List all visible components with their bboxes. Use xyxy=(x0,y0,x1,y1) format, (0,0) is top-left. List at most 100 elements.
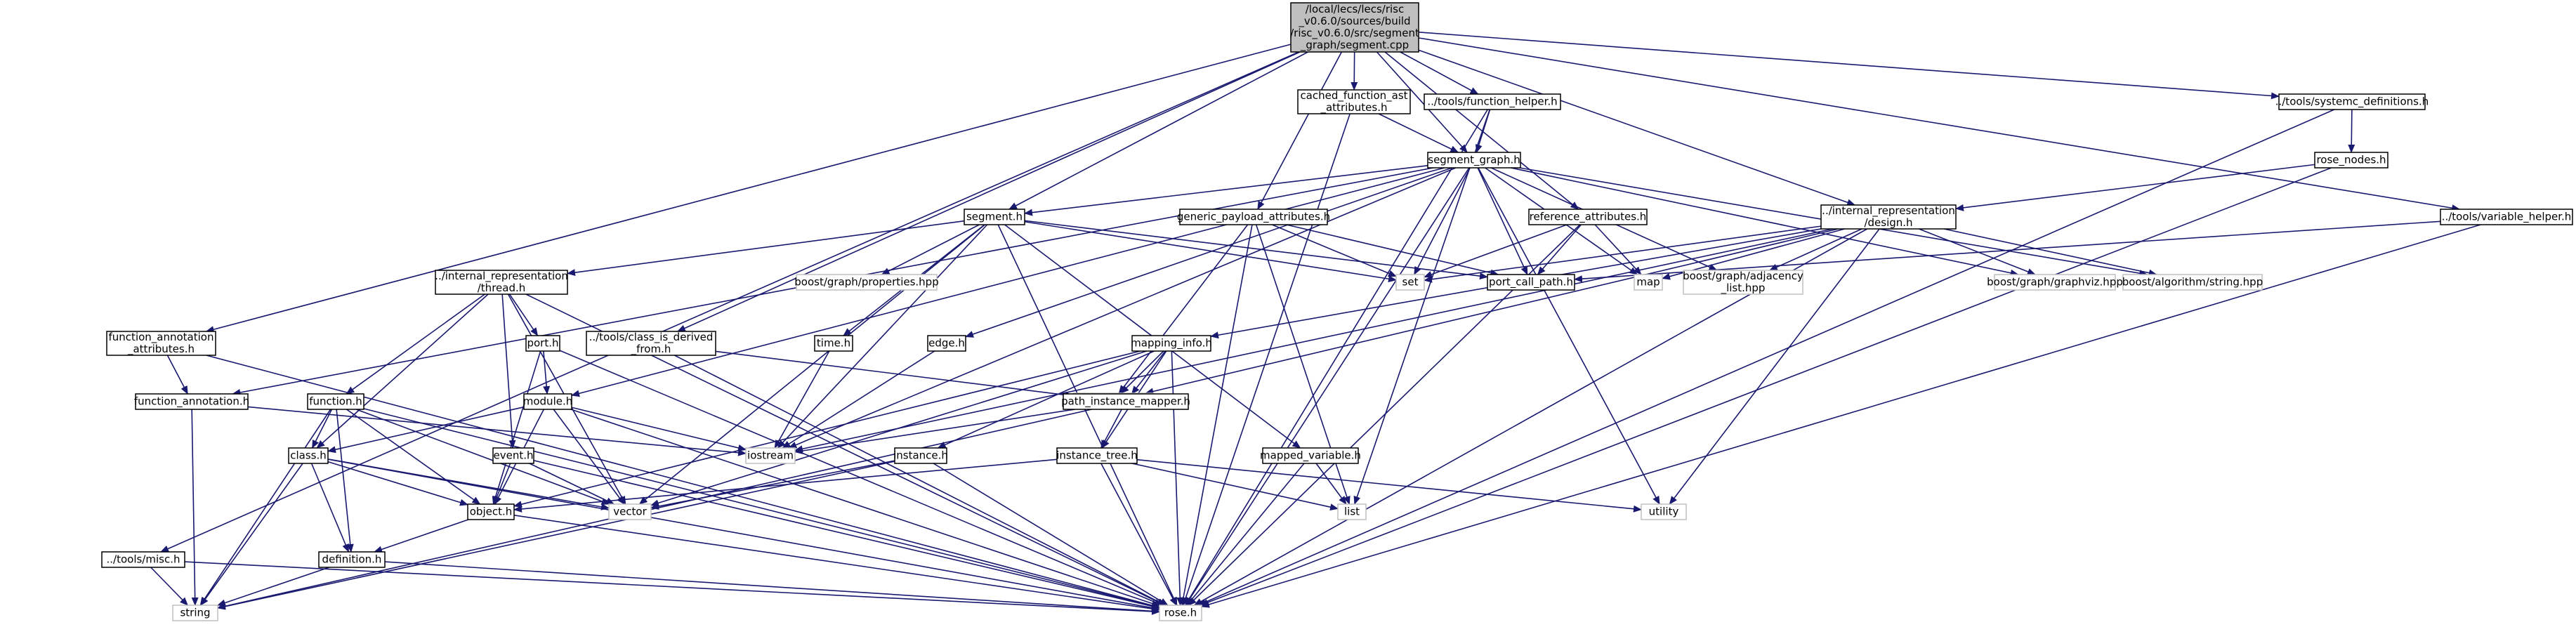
edge-design-to-iostream xyxy=(794,228,1833,453)
node-label: segment.h xyxy=(966,211,1023,223)
node-reference-attr[interactable]: reference_attributes.h xyxy=(1528,209,1648,225)
edge-root-to-misc xyxy=(160,51,1299,553)
node-cached-fn[interactable]: cached_function_ast_attributes.h xyxy=(1297,89,1411,114)
edge-segment-to-rose xyxy=(997,224,1178,606)
node-systemc-defs[interactable]: ../tools/systemc_definitions.h xyxy=(2275,93,2429,110)
node-box xyxy=(1159,605,1202,621)
edge-segment_graph-to-graphviz xyxy=(1511,167,2019,277)
node-label: mapped_variable.h xyxy=(1260,449,1361,463)
node-function-helper[interactable]: ../tools/function_helper.h xyxy=(1424,93,1561,110)
node-event[interactable]: event.h xyxy=(492,447,534,464)
node-box xyxy=(964,209,1025,225)
node-label: ../tools/misc.h xyxy=(107,553,180,566)
node-label: ../tools/function_helper.h xyxy=(1427,95,1557,109)
node-time[interactable]: time.h xyxy=(814,335,853,352)
node-label: iostream xyxy=(747,449,794,462)
node-rose-nodes[interactable]: rose_nodes.h xyxy=(2314,152,2388,169)
edge-root-to-fn_annot_attr xyxy=(205,44,1292,334)
node-box xyxy=(745,447,796,464)
node-map: map xyxy=(1634,274,1663,291)
edge-class-to-rose xyxy=(327,458,1160,612)
node-instance[interactable]: instance.h xyxy=(893,447,948,464)
node-label: definition.h xyxy=(322,553,382,566)
edge-generic_payload-to-set xyxy=(1272,224,1397,277)
node-segment-graph[interactable]: segment_graph.h xyxy=(1427,152,1521,169)
node-segment[interactable]: segment.h xyxy=(964,209,1025,225)
node-port-call-path[interactable]: port_call_path.h xyxy=(1487,274,1575,291)
node-box xyxy=(318,551,386,568)
node-box xyxy=(1179,209,1328,225)
node-box xyxy=(2314,152,2388,169)
edge-generic_payload-to-port_call_path xyxy=(1286,224,1499,277)
node-function[interactable]: function.h xyxy=(307,393,364,410)
node-box xyxy=(894,447,947,464)
edge-function-to-string xyxy=(199,409,331,606)
node-variable-helper[interactable]: ../tools/variable_helper.h xyxy=(2440,209,2573,225)
node-graphviz: boost/graph/graphviz.hpp xyxy=(1987,274,2123,291)
node-misc[interactable]: ../tools/misc.h xyxy=(101,551,185,568)
edge-object-to-rose xyxy=(513,515,1160,612)
node-label: path_instance_mapper.h xyxy=(1061,395,1190,409)
node-box xyxy=(307,393,364,410)
node-label: _graph/segment.cpp xyxy=(1300,39,1409,52)
node-class[interactable]: class.h xyxy=(288,447,329,464)
node-class-is-derived[interactable]: ../tools/class_is_derived_from.h xyxy=(586,331,716,356)
node-label: rose.h xyxy=(1164,607,1197,619)
edge-fn_annot-to-string xyxy=(191,409,199,606)
node-fn-annot-attr[interactable]: function_annotation_attributes.h xyxy=(106,331,216,356)
node-box xyxy=(288,447,329,464)
edge-class-to-definition xyxy=(310,463,350,553)
node-label: boost/graph/properties.hpp xyxy=(794,276,938,289)
node-boost-props: boost/graph/properties.hpp xyxy=(794,274,939,291)
edge-root-to-systemc_defs xyxy=(1418,31,2280,100)
node-module[interactable]: module.h xyxy=(523,393,573,410)
node-port[interactable]: port.h xyxy=(525,335,560,352)
edge-design-to-adjacency xyxy=(1768,228,1862,271)
edge-cached_fn-to-rose xyxy=(1182,113,1351,606)
node-edge[interactable]: edge.h xyxy=(927,335,966,352)
node-box xyxy=(1337,503,1367,520)
node-fn-annot[interactable]: function_annotation.h xyxy=(134,393,249,410)
edge-segment-to-vector xyxy=(638,224,985,505)
edge-generic_payload-to-rose xyxy=(1180,224,1253,606)
node-label: class.h xyxy=(290,449,327,462)
node-label: _list.hpp xyxy=(1721,282,1766,295)
edge-function-to-class xyxy=(311,409,333,449)
node-algo-string: boost/algorithm/string.hpp xyxy=(2122,274,2263,291)
edge-fn_annot_attr-to-rose xyxy=(206,355,1160,609)
edge-systemc_defs-to-rose xyxy=(1197,109,2335,606)
node-generic-payload[interactable]: generic_payload_attributes.h xyxy=(1177,209,1330,225)
node-rose: rose.h xyxy=(1159,605,1202,621)
edge-design-to-graphviz xyxy=(1919,228,2036,275)
edge-definition-to-rose xyxy=(384,561,1160,615)
node-root[interactable]: /local/lecs/lecs/risc_v0.6.0/sources/bui… xyxy=(1290,2,1419,53)
node-label: utility xyxy=(1649,506,1679,518)
edge-design-to-utility xyxy=(1669,228,1880,505)
edge-design-to-unordered_map xyxy=(1145,228,1839,395)
node-adjacency: boost/graph/adjacency_list.hpp xyxy=(1683,270,1803,295)
node-label: instance_tree.h xyxy=(1056,449,1138,463)
node-label: /local/lecs/lecs/risc xyxy=(1306,3,1404,15)
node-thread[interactable]: ../internal_representation/thread.h xyxy=(435,270,568,295)
node-instance-tree[interactable]: instance_tree.h xyxy=(1056,447,1138,464)
edge-object-to-definition xyxy=(374,519,469,553)
node-label: mapping_info.h xyxy=(1131,337,1212,350)
node-label: cached_function_ast xyxy=(1300,89,1407,103)
node-object[interactable]: object.h xyxy=(467,503,515,520)
edge-root-to-segment xyxy=(1008,51,1308,210)
edge-segment-to-iostream xyxy=(777,224,988,449)
node-box xyxy=(927,335,966,352)
edge-path_mapper-to-iostream xyxy=(794,409,1075,454)
node-box xyxy=(1528,209,1648,225)
node-path-mapper[interactable]: path_instance_mapper.h xyxy=(1061,393,1190,410)
edge-rose_nodes-to-design xyxy=(1955,164,2315,211)
node-mapping-info[interactable]: mapping_info.h xyxy=(1131,335,1212,352)
node-box xyxy=(1427,152,1521,169)
edge-segment_graph-to-rose xyxy=(1185,167,1470,606)
edge-variable_helper-to-rose xyxy=(1201,224,2481,608)
node-label: event.h xyxy=(494,449,534,462)
node-definition[interactable]: definition.h xyxy=(318,551,386,568)
node-design[interactable]: ../internal_representation/design.h xyxy=(1820,204,1957,230)
edge-misc-to-rose xyxy=(184,561,1160,615)
node-mapped-variable[interactable]: mapped_variable.h xyxy=(1260,447,1361,464)
